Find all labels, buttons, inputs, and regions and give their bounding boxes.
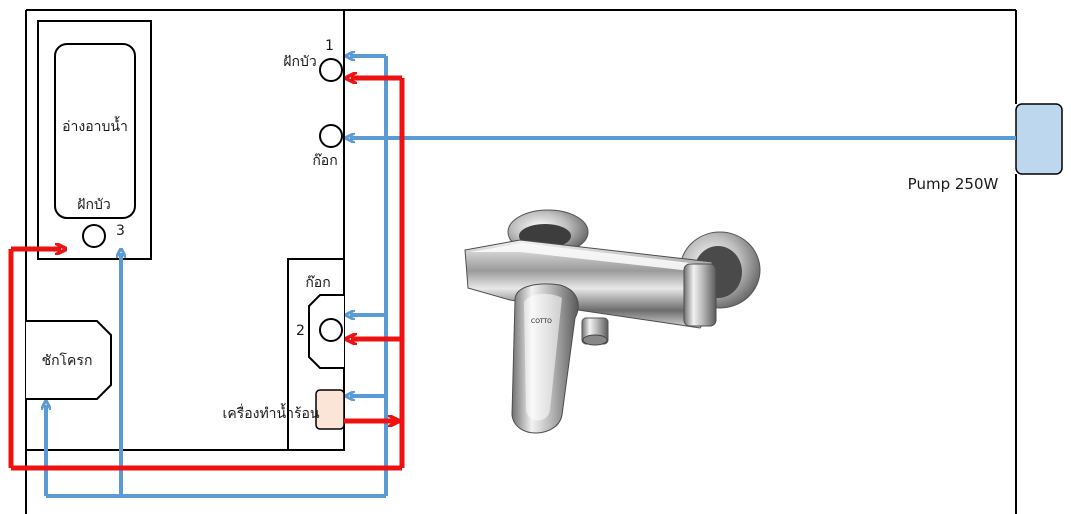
shower-mixer-valve-icon: COTTO: [464, 209, 761, 434]
pump-label: Pump 250W: [908, 175, 999, 193]
wall-faucet-outlet-icon: [319, 124, 343, 148]
mixer-lever-highlight: [524, 293, 562, 421]
wall-shower-label: ฝักบัว: [283, 54, 316, 70]
bathtub-label: อ่างอาบน้ำ: [62, 116, 128, 135]
water-heater-label: เครื่องทำน้ำร้อน: [223, 403, 320, 422]
house-outline: [25, 9, 1017, 514]
mixer-body-end-cap: [683, 263, 717, 327]
toilet-label: ชักโครก: [42, 352, 93, 369]
cabinet-faucet-number: 2: [296, 323, 305, 339]
hot-water-pipes: [8, 78, 405, 471]
water-heater-box: [315, 389, 345, 430]
bathtub-frame: [37, 20, 152, 260]
cabinet-area: ก๊อก 2 เครื่องทำน้ำร้อน: [223, 258, 345, 451]
wall-shower-outlet-icon: [319, 58, 343, 82]
toilet-shape: [26, 320, 112, 400]
cabinet-faucet-outlet-icon: [319, 318, 343, 342]
tub-shower-outlet-icon: [82, 224, 106, 248]
pump-box: [1015, 103, 1063, 175]
mixer-body-top-highlight: [470, 243, 708, 272]
toilet-area: ชักโครก: [26, 320, 112, 400]
tub-shower-label: ฝักบัว: [77, 197, 110, 213]
tub-shower-number: 3: [116, 223, 125, 239]
mixer-brand-label: COTTO: [531, 318, 552, 325]
pump-area: Pump 250W: [908, 103, 1063, 193]
wall-fixtures: 1 ฝักบัว ก๊อก: [283, 38, 343, 169]
bathtub-area: อ่างอาบน้ำ ฝักบัว 3: [37, 20, 152, 260]
cabinet-faucet-label: ก๊อก: [305, 275, 330, 291]
cold-water-pipes: [46, 56, 1016, 498]
mixer-outlet-tip: [582, 334, 608, 346]
wall-shower-number: 1: [325, 38, 334, 54]
bathtub-basin: [54, 43, 136, 219]
wall-faucet-label: ก๊อก: [312, 153, 337, 169]
